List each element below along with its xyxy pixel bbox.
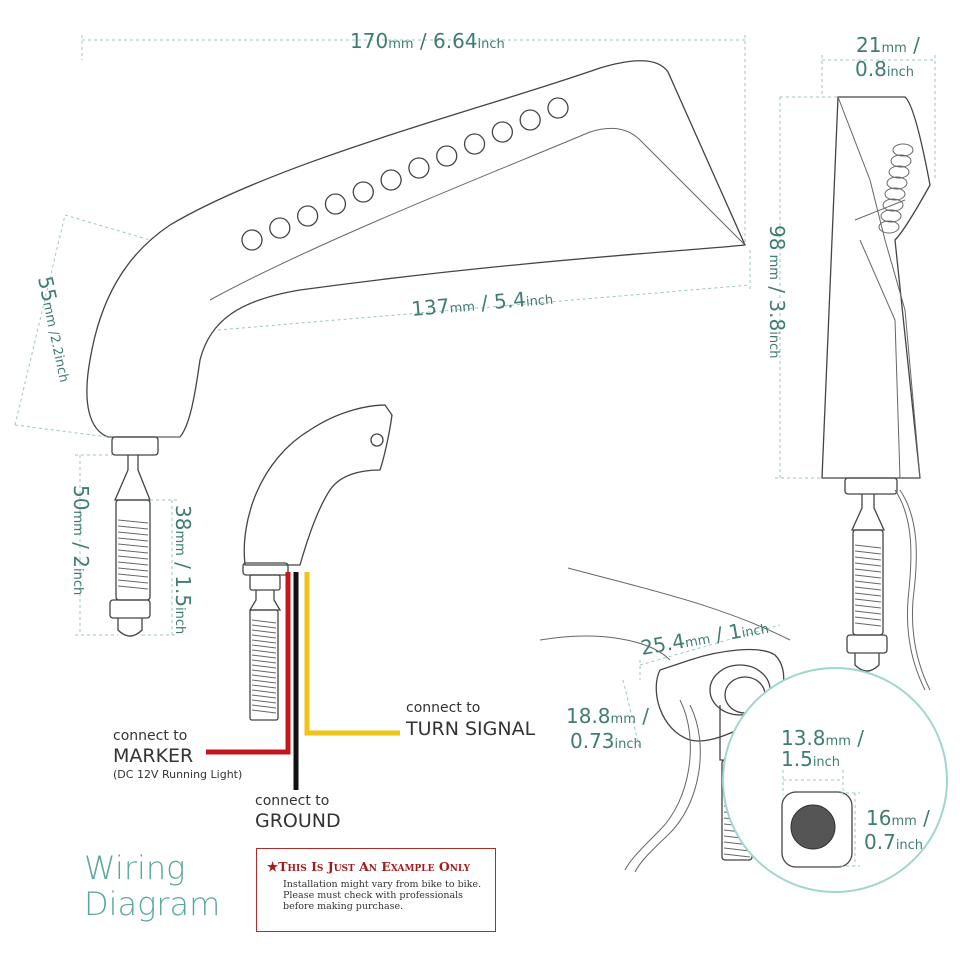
wires <box>206 572 400 790</box>
side-view-drawing <box>821 96 931 691</box>
marker-wire <box>206 572 291 755</box>
turn-signal-label: TURN SIGNAL <box>406 718 536 740</box>
led-lens <box>241 229 263 251</box>
dim-arm-height: 55mm /2.2inch <box>33 274 79 384</box>
disclaimer-body: Installation might vary from bike to bik… <box>283 879 491 912</box>
dim-mount-width: 25.4mm / 1inch <box>639 614 771 660</box>
dim-mount-height-a: 18.8mm / <box>566 704 649 728</box>
title-line-2: Diagram <box>84 885 221 923</box>
dim-stem-total: 50mm / 2inch <box>69 485 93 595</box>
side-dimension-lines <box>775 55 936 479</box>
main-dimension-lines <box>14 35 751 636</box>
marker-prefix: connect to <box>113 728 188 744</box>
ground-prefix: connect to <box>255 793 330 809</box>
led-lens <box>380 169 402 191</box>
led-lens <box>886 176 908 190</box>
main-mirror-drawing <box>86 60 746 637</box>
dim-hole-width-a: 13.8mm / <box>781 726 864 750</box>
dim-side-height: 98 mm / 3.8inch <box>765 225 789 358</box>
led-lens <box>324 193 347 215</box>
led-lens <box>519 109 541 131</box>
dim-depth-b: 0.8inch <box>855 57 914 81</box>
dim-hole-width-b: 1.5inch <box>781 747 840 771</box>
led-lens <box>491 121 514 143</box>
turn-signal-wire <box>304 572 400 736</box>
marker-note: (DC 12V Running Light) <box>113 768 243 781</box>
led-lens <box>269 217 291 239</box>
dim-stem-thread: 38mm / 1.5inch <box>171 505 195 634</box>
led-lens <box>547 97 569 119</box>
dim-lamp-length: 137mm / 5.4inch <box>410 285 554 321</box>
mount-dimension-lines <box>622 624 781 751</box>
disclaimer-line-2: Please must check with professionals <box>283 890 464 901</box>
dim-overall-width: 170mm / 6.64inch <box>350 29 505 53</box>
led-lens <box>890 154 912 168</box>
title-line-1: Wiring <box>84 849 186 887</box>
dim-hole-height-a: 16mm / <box>866 806 930 830</box>
led-lens <box>888 165 910 179</box>
led-lens <box>463 133 486 155</box>
ground-label: GROUND <box>255 810 341 832</box>
dim-depth-a: 21mm / <box>856 33 920 57</box>
disclaimer-line-3: before making purchase. <box>283 901 404 912</box>
dim-mount-height-b: 0.73inch <box>570 729 642 753</box>
diagram-title: Wiring Diagram <box>84 850 220 922</box>
led-row <box>241 97 569 251</box>
marker-label: MARKER <box>113 745 194 767</box>
led-lens <box>436 145 458 167</box>
disclaimer-heading: ★This Is Just An Example Only <box>267 859 471 874</box>
led-lens <box>296 205 319 227</box>
led-lens <box>880 209 902 223</box>
disclaimer-box: ★This Is Just An Example Only Installati… <box>256 848 496 932</box>
disclaimer-line-1: Installation might vary from bike to bik… <box>283 879 482 890</box>
led-lens <box>408 157 430 179</box>
led-lens <box>882 198 904 212</box>
wiring-detail-drawing <box>242 404 393 721</box>
led-lens <box>892 143 914 157</box>
turn-signal-prefix: connect to <box>406 700 481 716</box>
led-lens <box>352 181 374 203</box>
led-lens <box>884 187 906 201</box>
led-lens <box>878 220 900 234</box>
zoom-detail <box>722 667 948 893</box>
star-icon: ★ <box>267 859 279 874</box>
dim-hole-height-b: 0.7inch <box>864 830 923 854</box>
